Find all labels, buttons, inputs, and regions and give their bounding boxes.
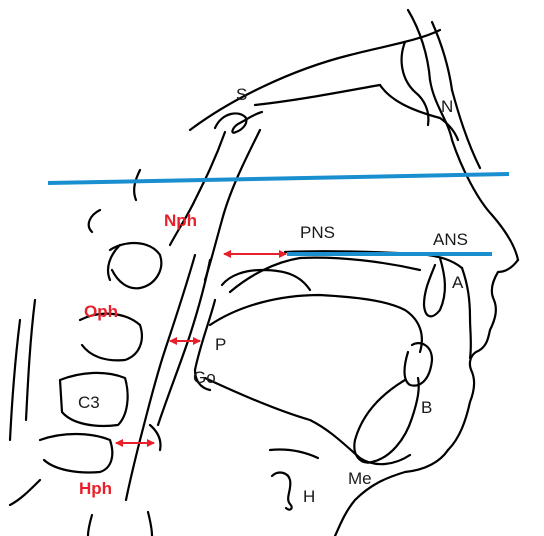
landmark-label-c3: C3 — [78, 393, 100, 412]
nasal-outline — [452, 90, 480, 168]
maxilla-outline — [230, 251, 518, 450]
soft-tissue-lips — [448, 330, 490, 450]
landmark-label-s: S — [236, 85, 247, 104]
pharynx-posterior-wall — [126, 255, 195, 500]
atlas-vertebra — [110, 243, 161, 288]
soft-tissue-nose — [490, 260, 518, 330]
tongue-outline — [210, 295, 422, 352]
mandible-body — [205, 378, 410, 464]
upper-incisor — [424, 258, 445, 316]
sn-reference-line — [48, 174, 509, 183]
landmark-label-me: Me — [348, 469, 372, 488]
submandibular — [270, 449, 318, 458]
landmark-label-n: N — [441, 97, 453, 116]
airway-label-oph: Oph — [84, 302, 118, 321]
landmark-label-h: H — [303, 487, 315, 506]
landmark-label-go: Go — [193, 368, 216, 387]
mandible-outline — [195, 270, 448, 536]
c4-vertebra — [40, 434, 112, 473]
landmark-label-b: B — [421, 398, 432, 417]
upper-tissue — [89, 170, 140, 280]
symphysis — [354, 378, 418, 463]
sella-turcica — [215, 112, 262, 133]
hyoid-bone — [272, 473, 292, 510]
anterior-cranial-base — [255, 85, 380, 105]
palate-lower — [230, 258, 420, 292]
airway-label-hph: Hph — [79, 479, 112, 498]
spine-outline — [10, 170, 292, 536]
landmark-label-a: A — [452, 273, 464, 292]
spinal-lines — [10, 300, 40, 505]
posterior-clivus — [205, 130, 260, 280]
airway-label-nph: Nph — [164, 211, 197, 230]
landmark-label-p: P — [215, 335, 226, 354]
frontal-bone-outline — [408, 10, 518, 260]
landmark-label-pns: PNS — [300, 223, 335, 242]
landmark-label-ans: ANS — [433, 230, 468, 249]
